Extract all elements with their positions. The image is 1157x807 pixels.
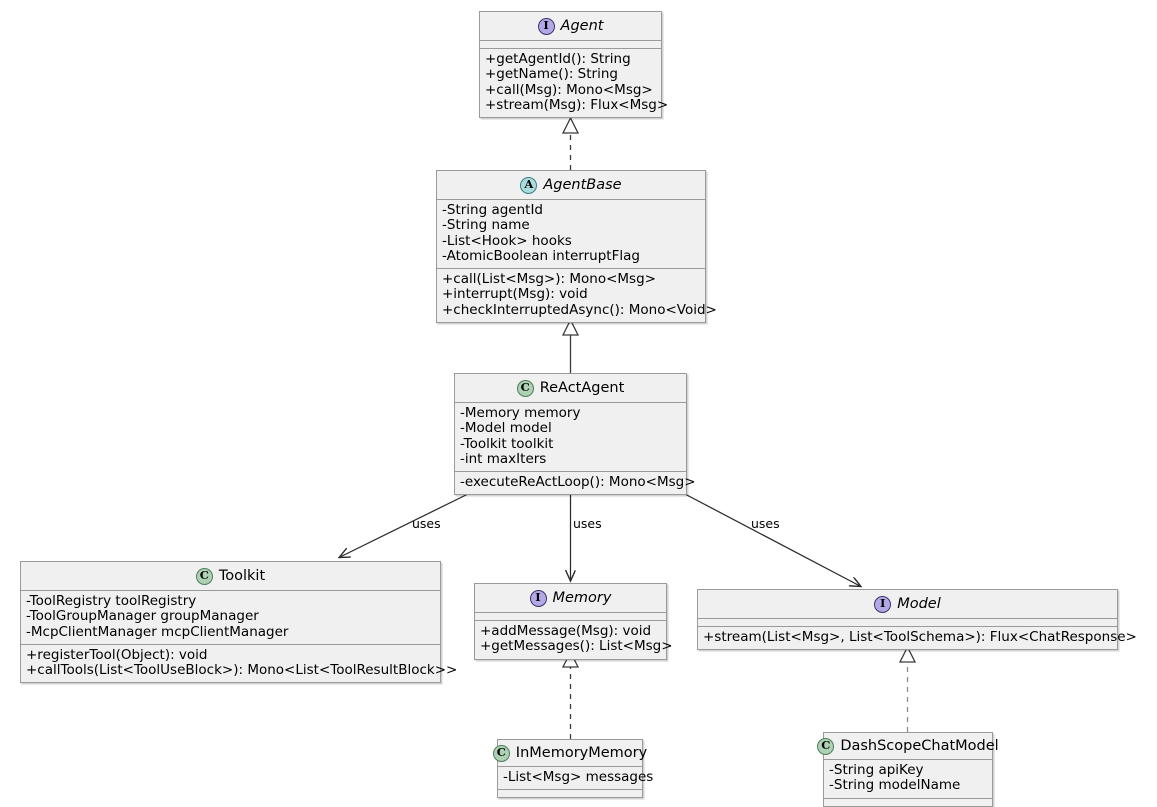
- attribute-compartment-inmemorymemory: -List<Msg> messages: [498, 767, 654, 791]
- class-member: -int maxIters: [460, 450, 547, 467]
- class-box-agentbase[interactable]: A AgentBase -String agentId -String name…: [436, 170, 717, 324]
- class-member: +checkInterruptedAsync(): Mono<Void>: [442, 301, 717, 318]
- method-compartment-agentbase: +call(List<Msg>): Mono<Msg> +interrupt(M…: [437, 269, 717, 323]
- class-name-inmemorymemory: InMemoryMemory: [515, 744, 648, 761]
- class-name-dashscopechatmodel: DashScopeChatModel: [840, 737, 999, 754]
- class-member: -McpClientManager mcpClientManager: [26, 623, 289, 640]
- class-member: -ToolGroupManager groupManager: [26, 608, 259, 625]
- class-member: +stream(List<Msg>, List<ToolSchema>): Fl…: [703, 629, 1137, 645]
- class-name-agentbase: AgentBase: [543, 176, 622, 193]
- edge-reactagent-extends-agentbase: [561, 318, 580, 374]
- class-member: +getMessages(): List<Msg>: [480, 638, 673, 655]
- class-header-memory: I Memory: [475, 584, 666, 613]
- class-box-reactagent[interactable]: C ReActAgent -Memory memory -Model model…: [454, 373, 696, 496]
- attribute-compartment-agent: [480, 41, 661, 49]
- attribute-compartment-agentbase: -String agentId -String name -List<Hook>…: [437, 200, 705, 270]
- class-member: +call(List<Msg>): Mono<Msg>: [442, 271, 656, 288]
- method-compartment-dashscopechatmodel: [824, 798, 992, 806]
- class-name-model: Model: [897, 595, 941, 612]
- class-box-dashscopechatmodel[interactable]: C DashScopeChatModel -String apiKey -Str…: [817, 732, 999, 807]
- abstract-stereotype-icon: A: [520, 176, 538, 194]
- class-member: +stream(Msg): Flux<Msg>: [485, 96, 669, 113]
- class-member: -Toolkit toolkit: [460, 435, 554, 452]
- class-box-model[interactable]: I Model +stream(List<Msg>, List<ToolSche…: [697, 589, 1137, 651]
- edge-agentbase-realizes-agent: [561, 116, 580, 170]
- method-compartment-agent: +getAgentId(): String +getName(): String…: [480, 49, 669, 118]
- class-member: +addMessage(Msg): void: [480, 623, 652, 639]
- method-compartment-reactagent: -executeReActLoop(): Mono<Msg>: [455, 472, 696, 495]
- class-box-memory[interactable]: I Memory +addMessage(Msg): void +getMess…: [474, 583, 673, 660]
- edge-reactagent-uses-model: [682, 492, 860, 586]
- method-compartment-inmemorymemory: [498, 790, 642, 798]
- class-member: -List<Hook> hooks: [442, 232, 572, 249]
- class-member: +interrupt(Msg): void: [442, 286, 588, 303]
- class-header-inmemorymemory: C InMemoryMemory: [492, 740, 647, 767]
- class-header-agentbase: A AgentBase: [437, 171, 705, 200]
- class-member: -String modelName: [829, 777, 961, 794]
- class-stereotype-icon: C: [817, 737, 835, 755]
- edge-inmemorymemory-realizes-memory: [561, 650, 580, 739]
- attribute-compartment-reactagent: -Memory memory -Model model -Toolkit too…: [455, 403, 686, 473]
- class-box-inmemorymemory[interactable]: C InMemoryMemory -List<Msg> messages: [492, 739, 654, 799]
- edge-label-uses-memory: uses: [573, 516, 602, 531]
- class-member: -executeReActLoop(): Mono<Msg>: [460, 474, 696, 491]
- class-name-reactagent: ReActAgent: [539, 379, 625, 396]
- edge-label-uses-toolkit: uses: [412, 516, 441, 531]
- class-box-toolkit[interactable]: C Toolkit -ToolRegistry toolRegistry -To…: [20, 561, 458, 684]
- class-name-agent: Agent: [560, 17, 604, 34]
- attribute-compartment-memory: [475, 613, 666, 621]
- class-header-toolkit: C Toolkit: [21, 562, 440, 591]
- method-compartment-memory: +addMessage(Msg): void +getMessages(): L…: [475, 621, 673, 659]
- class-member: -Model model: [460, 420, 552, 437]
- class-member: -AtomicBoolean interruptFlag: [442, 247, 640, 264]
- class-header-model: I Model: [698, 590, 1117, 619]
- class-member: -String agentId: [442, 202, 543, 218]
- class-member: +getAgentId(): String: [485, 51, 631, 67]
- method-compartment-toolkit: +registerTool(Object): void +callTools(L…: [21, 644, 458, 683]
- class-box-agent[interactable]: I Agent +getAgentId(): String +getName()…: [479, 11, 669, 119]
- method-compartment-model: +stream(List<Msg>, List<ToolSchema>): Fl…: [698, 627, 1137, 650]
- interface-stereotype-icon: I: [874, 595, 892, 613]
- attribute-compartment-toolkit: -ToolRegistry toolRegistry -ToolGroupMan…: [21, 591, 440, 645]
- edge-label-uses-model: uses: [751, 516, 780, 531]
- class-member: -Memory memory: [460, 405, 581, 421]
- class-member: +getName(): String: [485, 66, 618, 83]
- class-member: +call(Msg): Mono<Msg>: [485, 81, 653, 98]
- class-header-reactagent: C ReActAgent: [455, 374, 686, 403]
- class-header-agent: I Agent: [480, 12, 661, 41]
- class-stereotype-icon: C: [492, 744, 510, 762]
- attribute-compartment-model: [698, 619, 1117, 627]
- interface-stereotype-icon: I: [537, 17, 555, 35]
- edge-dashscopechatmodel-realizes-model: [898, 645, 917, 732]
- class-member: +callTools(List<ToolUseBlock>): Mono<Lis…: [26, 662, 458, 679]
- class-header-dashscopechatmodel: C DashScopeChatModel: [817, 733, 999, 760]
- class-name-toolkit: Toolkit: [218, 567, 266, 584]
- edge-reactagent-uses-toolkit: [340, 492, 471, 557]
- attribute-compartment-dashscopechatmodel: -String apiKey -String modelName: [824, 760, 992, 799]
- class-member: -String apiKey: [829, 762, 924, 778]
- class-name-memory: Memory: [552, 589, 612, 606]
- class-member: -ToolRegistry toolRegistry: [26, 593, 197, 609]
- class-stereotype-icon: C: [516, 379, 534, 397]
- class-member: +registerTool(Object): void: [26, 646, 208, 663]
- interface-stereotype-icon: I: [529, 589, 547, 607]
- class-member: -String name: [442, 217, 530, 234]
- class-stereotype-icon: C: [195, 567, 213, 585]
- class-member: -List<Msg> messages: [503, 769, 654, 785]
